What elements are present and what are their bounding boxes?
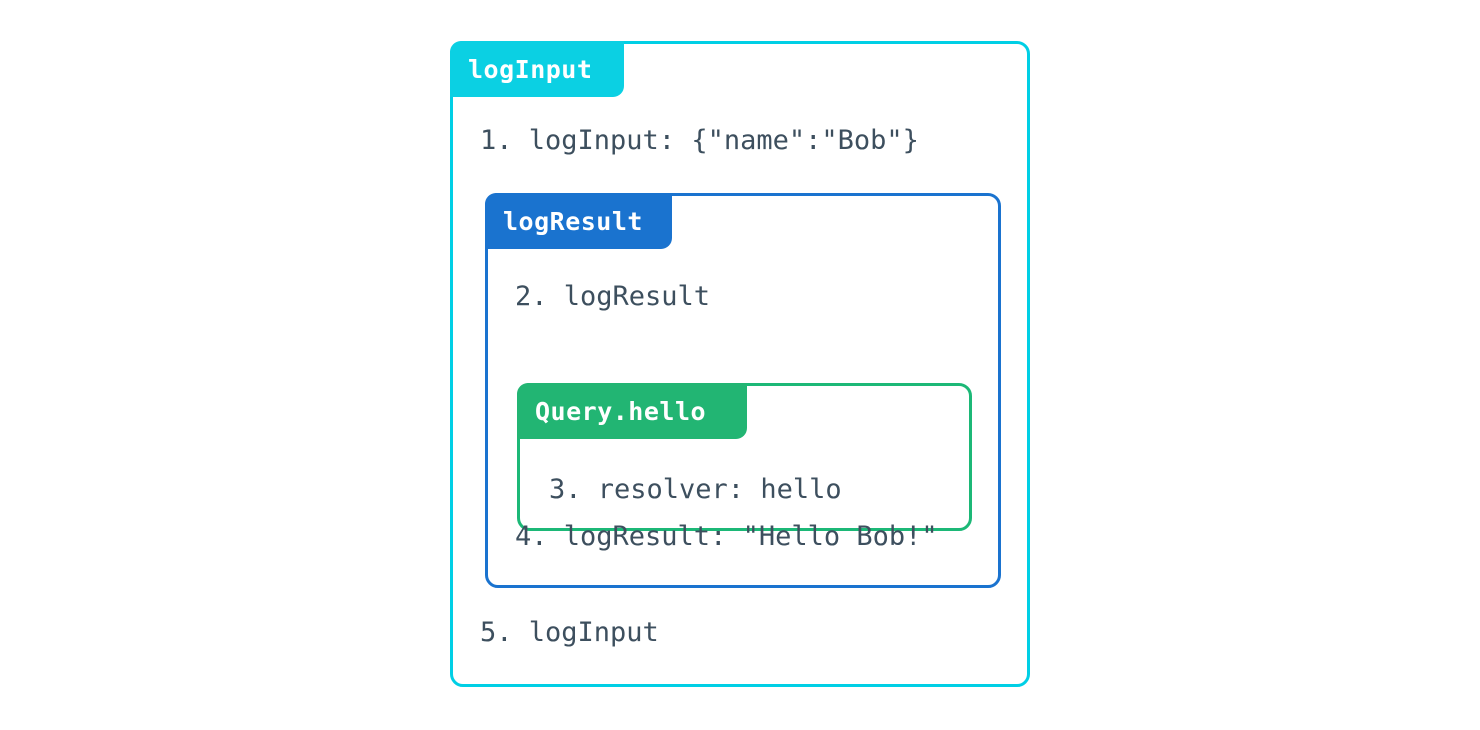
trace-label-logresult: logResult <box>485 193 672 249</box>
trace-box-logresult: logResult 2. logResult Query.hello 3. re… <box>485 193 1001 588</box>
trace-label-logresult-text: logResult <box>503 206 643 236</box>
trace-label-loginput-text: logInput <box>468 54 593 84</box>
trace-label-query-hello-text: Query.hello <box>535 396 707 426</box>
trace-line-4: 4. logResult: "Hello Bob!" <box>515 521 938 552</box>
trace-line-5: 5. logInput <box>480 617 659 648</box>
trace-line-2: 2. logResult <box>515 281 711 312</box>
trace-line-3: 3. resolver: hello <box>549 474 842 505</box>
trace-box-query-hello: Query.hello 3. resolver: hello <box>517 383 972 531</box>
trace-label-loginput: logInput <box>450 41 624 97</box>
trace-label-query-hello: Query.hello <box>517 383 747 439</box>
trace-box-loginput: logInput 1. logInput: {"name":"Bob"} log… <box>450 41 1030 687</box>
trace-line-1: 1. logInput: {"name":"Bob"} <box>480 125 919 156</box>
